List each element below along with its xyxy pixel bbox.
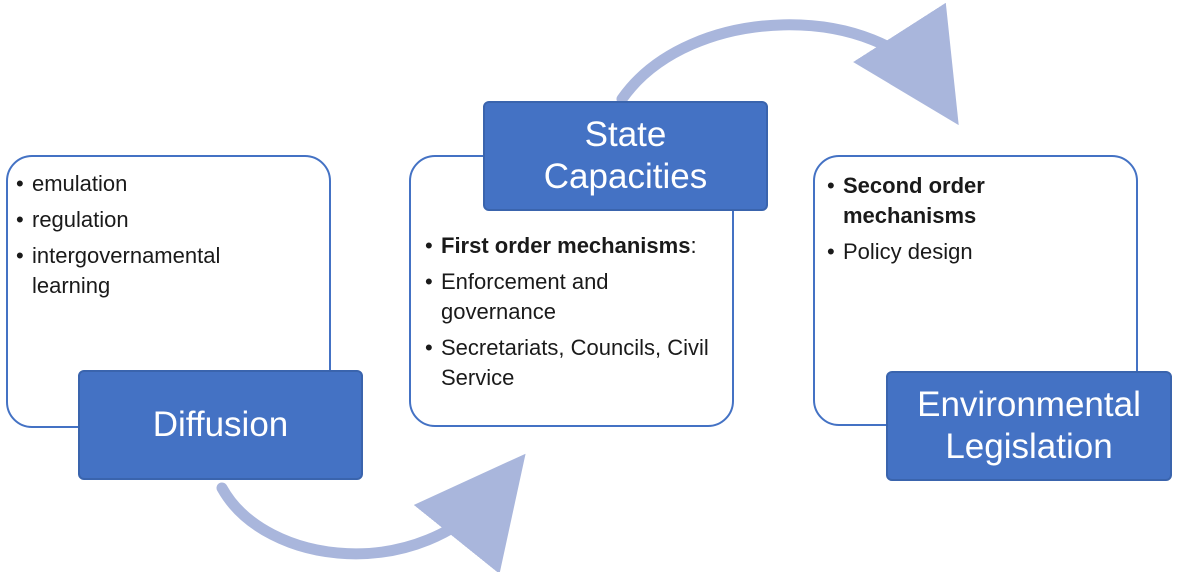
diffusion-mechanisms-card: emulation regulation intergovernamental … [6, 155, 331, 428]
arrow-diffusion-to-state-capacities [216, 453, 526, 572]
list-item: Second order mechanisms [827, 171, 1023, 231]
state-capacities-label-line-2: Capacities [543, 157, 708, 196]
list-item: Secretariats, Councils, Civil Service [425, 333, 741, 393]
state-capacities-label-line-1: State [584, 115, 667, 154]
list-item: Policy design [827, 237, 1136, 267]
list-item: First order mechanisms: [425, 231, 732, 261]
list-item: intergovernamental learning [16, 241, 272, 301]
state-capacities-label: State Capacities [483, 101, 768, 211]
arrow-state-capacities-to-legislation [616, 2, 959, 126]
environmental-legislation-label-line-1: Environmental [917, 385, 1141, 424]
state-capacities-list: First order mechanisms: Enforcement and … [411, 157, 732, 393]
list-item: emulation [16, 169, 329, 199]
list-item: regulation [16, 205, 329, 235]
list-item: Enforcement and governance [425, 267, 671, 327]
diffusion-label: Diffusion [78, 370, 363, 480]
environmental-legislation-label: Environmental Legislation [886, 371, 1172, 481]
diffusion-mechanisms-list: emulation regulation intergovernamental … [8, 157, 329, 301]
environmental-legislation-label-line-2: Legislation [945, 427, 1113, 466]
diffusion-label-text: Diffusion [152, 405, 289, 444]
environmental-legislation-list: Second order mechanisms Policy design [815, 157, 1136, 267]
